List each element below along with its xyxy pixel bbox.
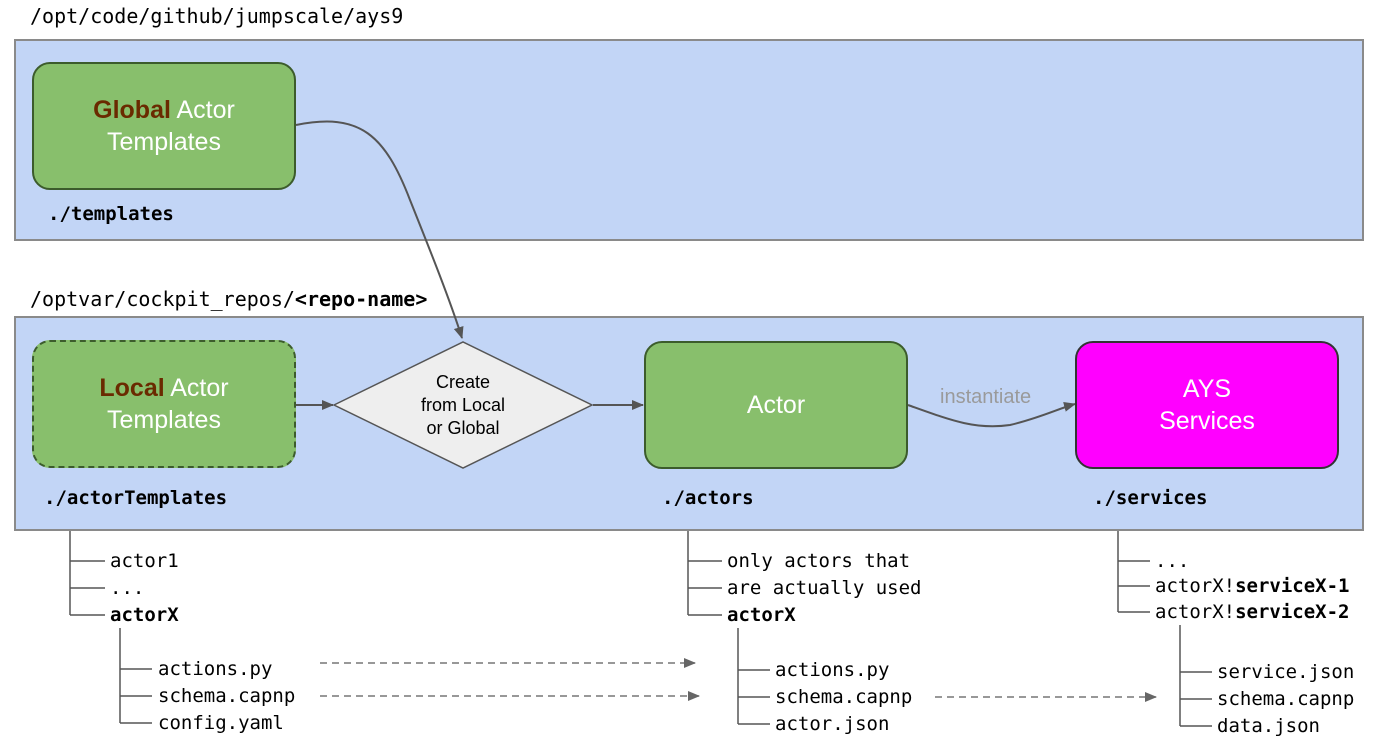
local-node-line2: Templates [107, 406, 221, 434]
services-tree-lines [1117, 531, 1212, 727]
services-node-line1: AYS [1182, 375, 1232, 403]
global-node-line1: Global Actor [93, 94, 235, 126]
file-actors-schema-capnp: schema.capnp [775, 686, 913, 708]
actor-node-label: Actor [746, 391, 806, 419]
tree-item-service-2: actorX!serviceX-2 [1155, 601, 1349, 623]
file-schema-capnp: schema.capnp [158, 685, 296, 707]
bottom-repo-path: /optvar/cockpit_repos/<repo-name> [30, 287, 427, 311]
tree-item-only-actors: only actors that [727, 550, 911, 572]
actors-tree-lines [687, 531, 770, 725]
global-node-highlight: Global [93, 96, 171, 124]
service-2-name: serviceX-2 [1235, 601, 1350, 623]
file-config-yaml: config.yaml [158, 712, 284, 734]
edge-instantiate [907, 402, 1076, 428]
tree-item-actors-actorx-label: actorX [727, 604, 796, 626]
services-node-line2: Services [1159, 407, 1255, 435]
top-repo-path: /opt/code/github/jumpscale/ays9 [30, 4, 404, 28]
file-actors-actions-py: actions.py [775, 659, 890, 681]
file-actions-py: actions.py [158, 658, 273, 680]
actor-node: Actor [644, 341, 908, 469]
tree-item-actorx: actorX [110, 604, 179, 626]
bottom-repo-path-prefix: /optvar/cockpit_repos/ [30, 287, 295, 311]
local-actor-templates-node: Local Actor Templates [32, 340, 296, 468]
tree-item-actorx-label: actorX [110, 604, 179, 626]
instantiate-label: instantiate [940, 386, 1032, 408]
decision-diamond [332, 341, 594, 469]
local-node-rest: Actor [164, 374, 229, 402]
global-node-line2: Templates [107, 128, 221, 156]
service-1-name: serviceX-1 [1235, 575, 1350, 597]
tree-item-services-ellipsis: ... [1155, 550, 1190, 572]
file-data-json: data.json [1217, 715, 1320, 737]
file-actor-json: actor.json [775, 713, 890, 735]
edge-global-to-decision [295, 120, 464, 339]
decision-line1: Create [435, 372, 491, 392]
bottom-repo-path-name: <repo-name> [294, 287, 428, 311]
actor-templates-dir: ./actorTemplates [44, 487, 228, 509]
actor-templates-tree-lines [69, 531, 152, 724]
services-dir: ./services [1093, 487, 1208, 509]
local-node-line1: Local Actor [99, 372, 228, 404]
service-1-prefix: actorX! [1155, 575, 1236, 597]
service-2-prefix: actorX! [1155, 601, 1236, 623]
local-node-highlight: Local [99, 374, 165, 402]
tree-item-actor1: actor1 [110, 550, 179, 572]
file-service-json: service.json [1217, 661, 1355, 683]
file-services-schema-capnp: schema.capnp [1217, 688, 1355, 710]
actors-dir: ./actors [662, 487, 754, 509]
global-templates-dir: ./templates [48, 203, 174, 225]
decision-text: Create from Local or Global [383, 371, 543, 440]
global-node-rest: Actor [170, 96, 235, 124]
tree-item-actors-actorx: actorX [727, 604, 796, 626]
global-actor-templates-node: Global Actor Templates [32, 62, 296, 190]
decision-line3: or Global [426, 418, 500, 438]
decision-line2: from Local [420, 395, 506, 415]
ays-services-node: AYS Services [1075, 341, 1339, 469]
tree-item-service-1: actorX!serviceX-1 [1155, 575, 1349, 597]
tree-item-actually-used: are actually used [727, 577, 922, 599]
tree-item-ellipsis: ... [110, 577, 145, 599]
